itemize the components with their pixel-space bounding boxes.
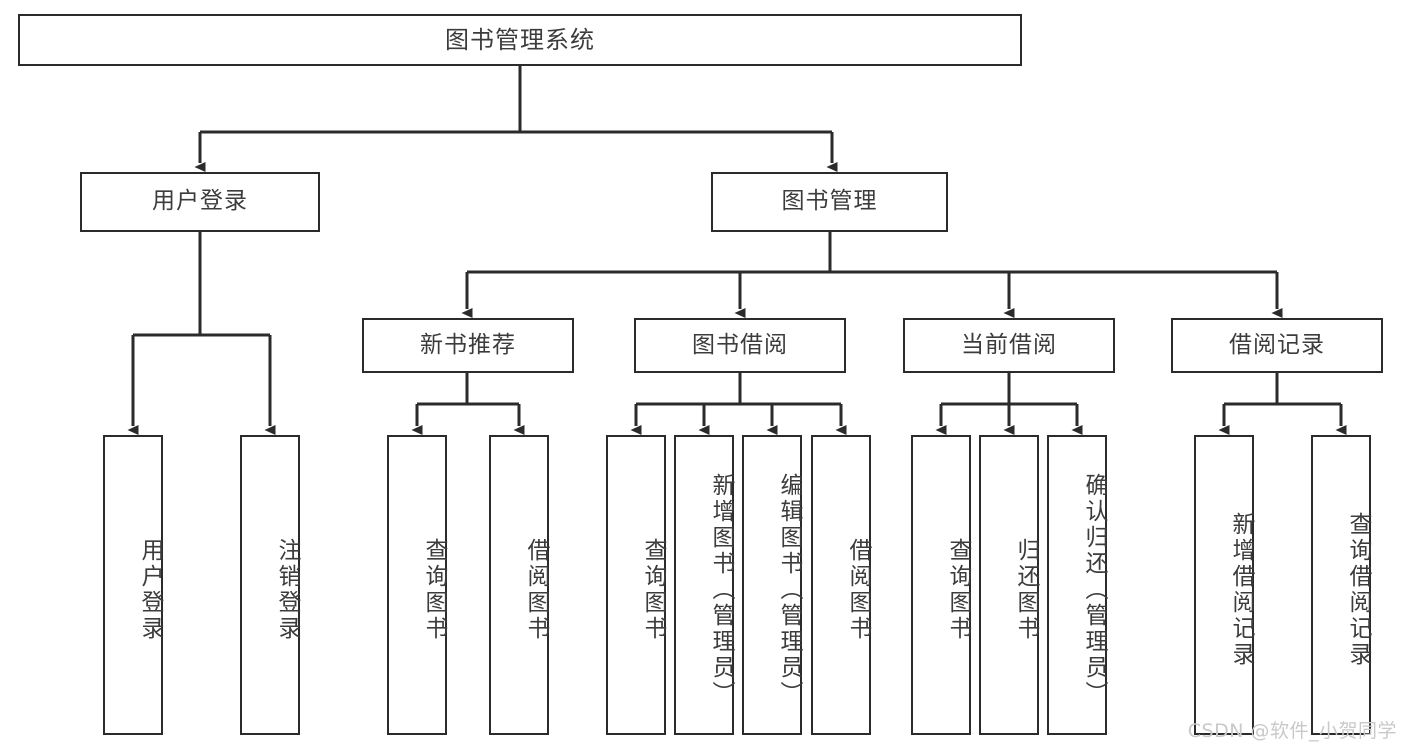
leaf-borrow-book-recommend[interactable]: 借阅图书 [489,435,549,735]
leaf-query-book-borrow[interactable]: 查询图书 [606,435,666,735]
leaf-label: 归还图书 [1013,538,1039,642]
node-label: 新书推荐 [420,331,516,358]
leaf-label: 借阅图书 [523,538,549,642]
leaf-label: 新增图书（管理员） [708,473,734,707]
leaf-label: 确认归还（管理员） [1081,473,1107,707]
leaf-label: 用户登录 [137,538,163,642]
leaf-label: 注销登录 [274,538,300,642]
leaf-borrow-book[interactable]: 借阅图书 [811,435,871,735]
leaf-label: 查询借阅记录 [1345,512,1371,668]
leaf-user-login[interactable]: 用户登录 [103,435,163,735]
node-user-login[interactable]: 用户登录 [80,172,320,232]
leaf-label: 查询图书 [945,538,971,642]
leaf-label: 编辑图书（管理员） [776,473,802,707]
node-label: 图书管理 [781,188,878,215]
node-new-book-recommend[interactable]: 新书推荐 [362,318,574,373]
node-book-borrow[interactable]: 图书借阅 [634,318,846,373]
node-root-system[interactable]: 图书管理系统 [18,14,1022,66]
node-label: 用户登录 [152,188,248,215]
leaf-confirm-return-admin[interactable]: 确认归还（管理员） [1047,435,1107,735]
leaf-add-book-admin[interactable]: 新增图书（管理员） [674,435,734,735]
node-borrow-record[interactable]: 借阅记录 [1171,318,1383,373]
leaf-query-book-current[interactable]: 查询图书 [911,435,971,735]
leaf-label: 新增借阅记录 [1228,512,1254,668]
leaf-label: 查询图书 [421,538,447,642]
node-current-borrow[interactable]: 当前借阅 [903,318,1115,373]
leaf-logout[interactable]: 注销登录 [240,435,300,735]
leaf-label: 查询图书 [640,538,666,642]
leaf-query-borrow-record[interactable]: 查询借阅记录 [1311,435,1371,735]
leaf-add-borrow-record[interactable]: 新增借阅记录 [1194,435,1254,735]
node-label: 当前借阅 [961,331,1057,358]
leaf-label: 借阅图书 [845,538,871,642]
node-book-management[interactable]: 图书管理 [711,172,948,232]
node-label: 借阅记录 [1229,331,1325,358]
node-label: 图书借阅 [692,331,788,358]
leaf-return-book[interactable]: 归还图书 [979,435,1039,735]
leaf-query-book-recommend[interactable]: 查询图书 [387,435,447,735]
leaf-edit-book-admin[interactable]: 编辑图书（管理员） [742,435,802,735]
node-label: 图书管理系统 [445,25,595,54]
